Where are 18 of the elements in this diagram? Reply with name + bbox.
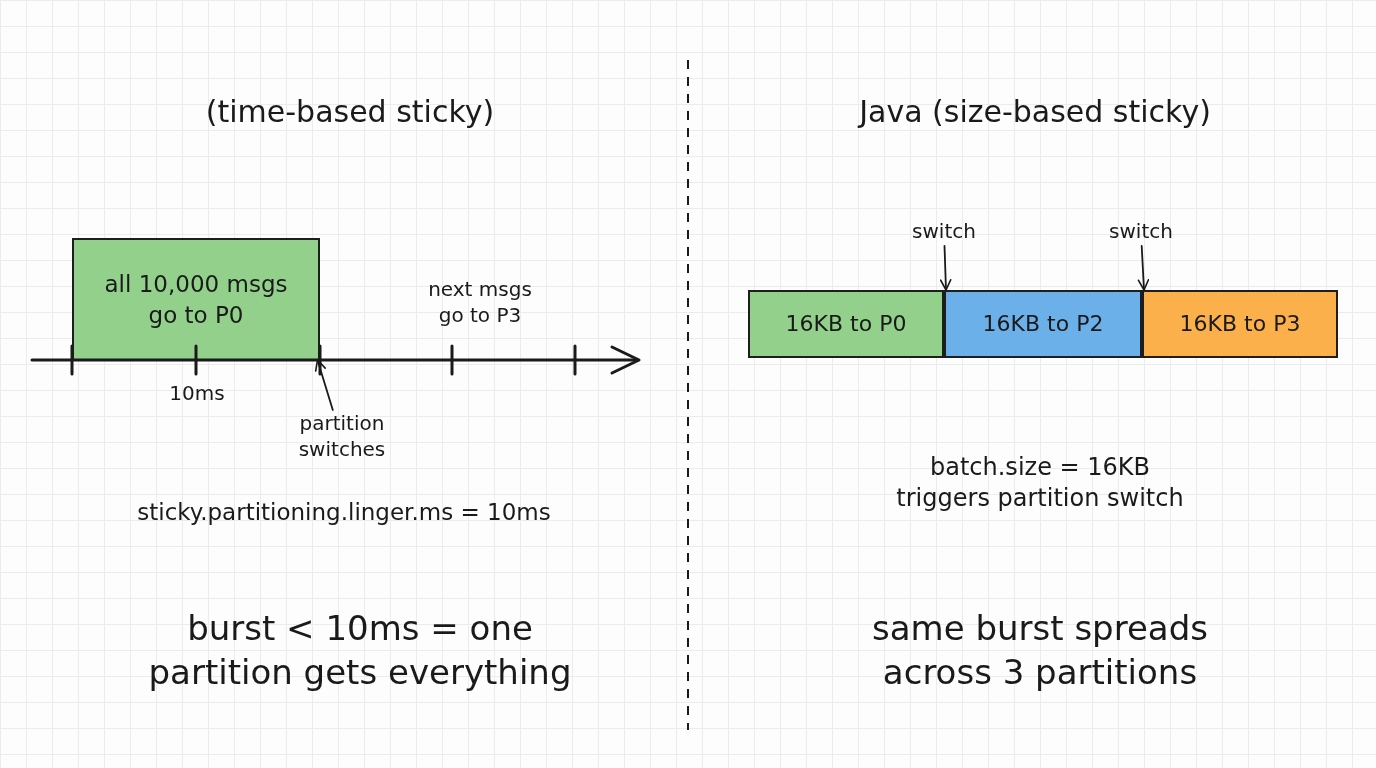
switch-label: switch (1099, 218, 1183, 246)
batch-segment: 16KB to P3 (1142, 290, 1338, 358)
summary-text: same burst spreads across 3 partitions (871, 607, 1209, 695)
time-window-block: all 10,000 msgs go to P0 (72, 238, 320, 360)
leader-arrow (1137, 245, 1150, 291)
annotation-text: partition switches (277, 410, 407, 470)
panel-heading: Java (size-based sticky) (856, 93, 1212, 131)
config-setting-text: sticky.partitioning.linger.ms = 10ms (136, 498, 552, 527)
annotation-text: next msgs go to P3 (427, 276, 533, 328)
batch-segment: 16KB to P2 (944, 290, 1142, 358)
leader-arrow (314, 359, 334, 411)
switch-label: switch (902, 218, 986, 246)
tick-label: 10ms (168, 380, 226, 406)
batch-segment: 16KB to P0 (748, 290, 944, 358)
panel-heading: (time-based sticky) (204, 93, 496, 131)
leader-arrow (939, 245, 952, 291)
summary-text: burst < 10ms = one partition gets everything (147, 607, 573, 695)
config-setting-text: batch.size = 16KB triggers partition switch (895, 452, 1185, 515)
